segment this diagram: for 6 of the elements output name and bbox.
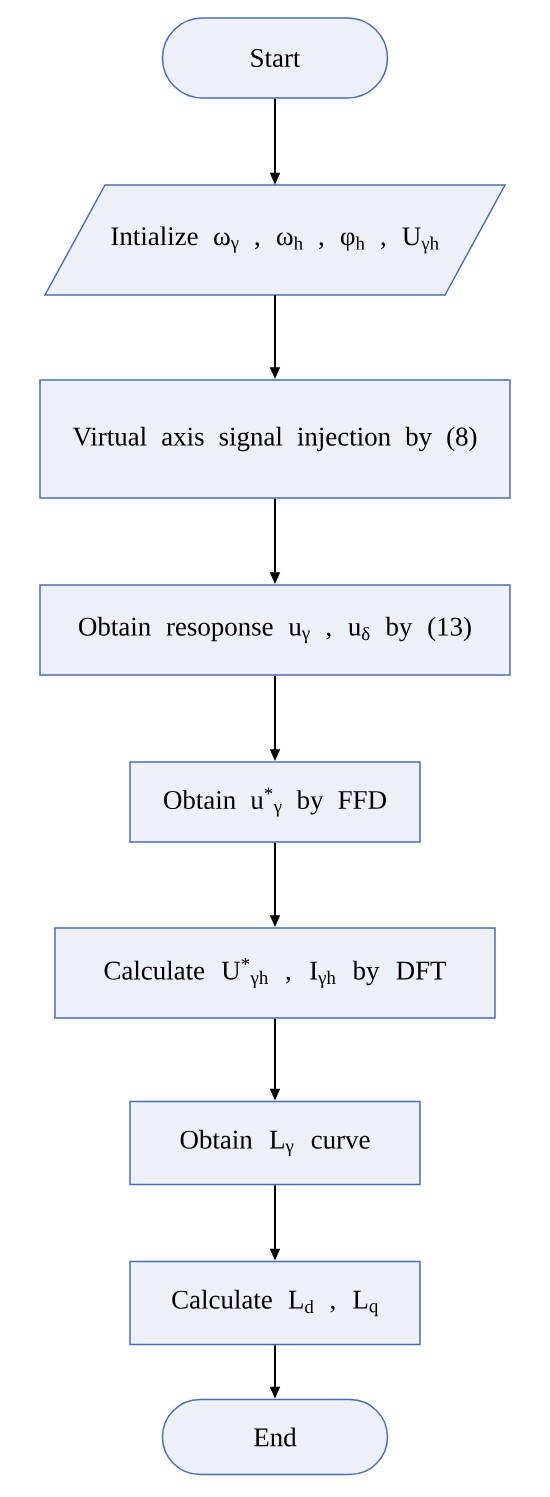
process-box: Calculate L$_{d}$ , L$_{q}$ <box>129 1260 421 1346</box>
process-box: Calculate U$^{*}$$_{γh}$ , I$_{γh}$ by DFT <box>54 927 496 1019</box>
process-box: Obtain resoponse u$_{γ}$ , u$_{δ}$ by (13) <box>39 584 511 676</box>
process-box: Obtain L$_{γ}$ curve <box>129 1100 421 1186</box>
process-box: Virtual axis signal injection by (8) <box>39 379 511 499</box>
process-box: Obtain u$^{*}$$_{γ}$ by FFD <box>129 761 421 843</box>
